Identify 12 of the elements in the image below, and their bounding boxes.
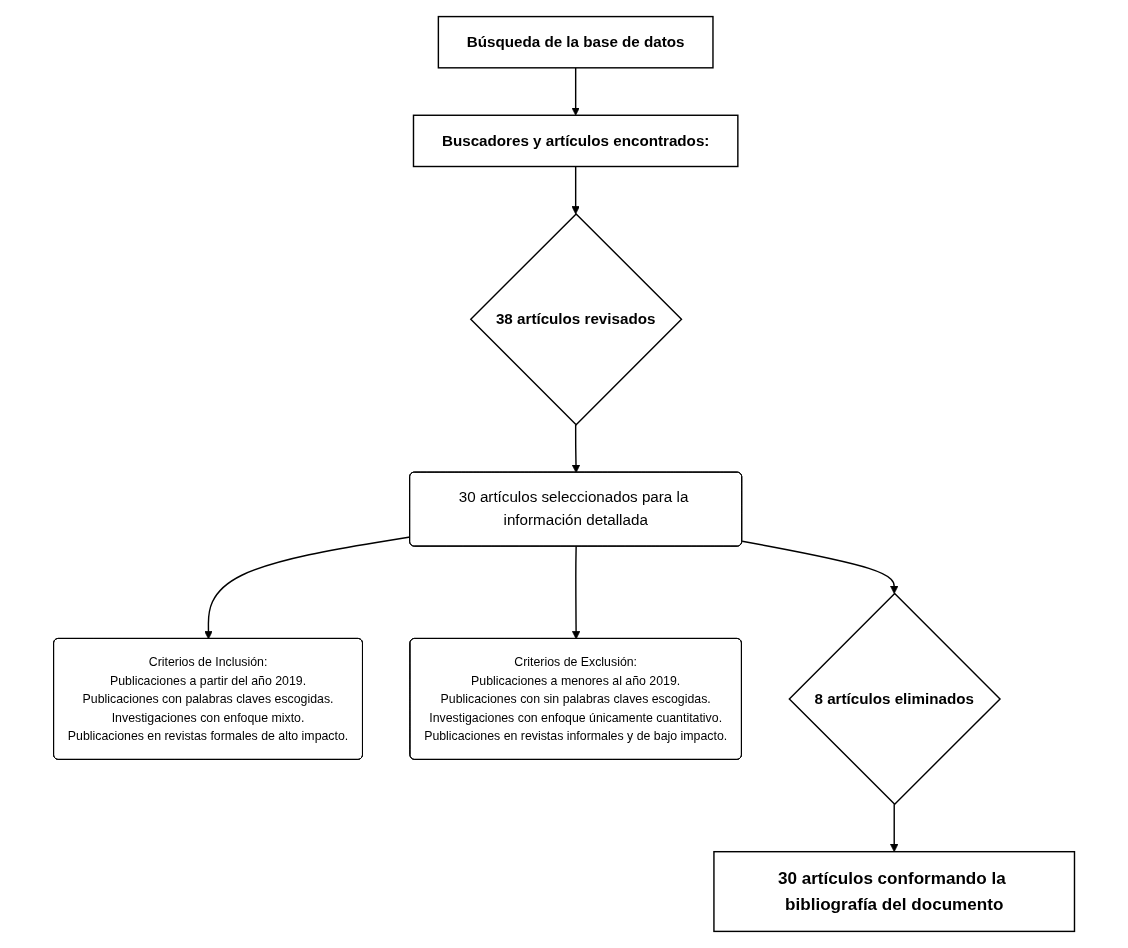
arrow (890, 803, 899, 853)
arrow (571, 423, 581, 473)
node-diamond: 8 artículos eliminados (788, 592, 1001, 806)
arrow (571, 165, 580, 215)
arrow (571, 67, 580, 116)
node-diamond: 38 artículos revisados (469, 212, 683, 426)
arrow (204, 536, 411, 640)
node-box: Buscadores y artículos encontrados: (412, 114, 739, 168)
arrow (571, 545, 581, 640)
node-box: Búsqueda de la base de datos (437, 15, 714, 69)
arrow (741, 540, 899, 594)
node-box: 30 artículos conformando la bibliografía del documento (713, 851, 1076, 933)
